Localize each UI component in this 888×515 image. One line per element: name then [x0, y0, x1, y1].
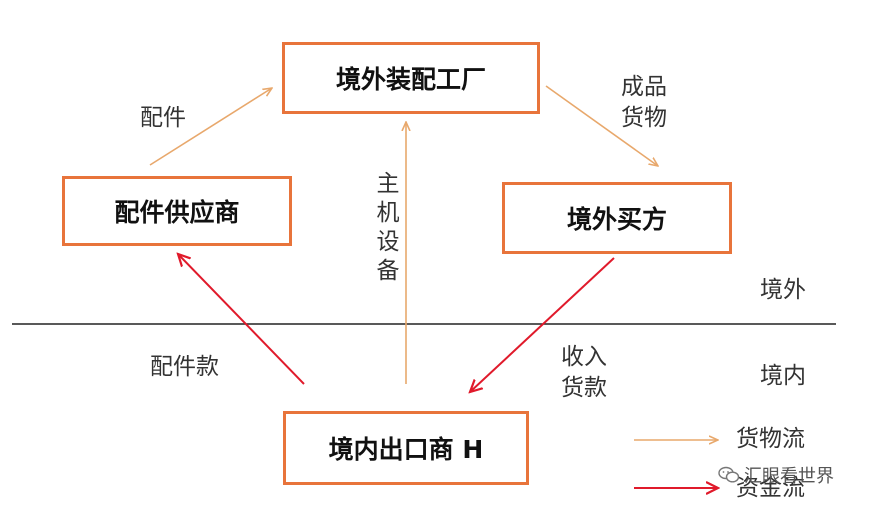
- arrow-parts: [149, 88, 272, 166]
- label-main-equipment: 主机设备: [376, 171, 400, 284]
- node-overseas-buyer: 境外买方: [502, 182, 732, 254]
- watermark: 汇眼看世界: [718, 462, 834, 488]
- watermark-text: 汇眼看世界: [744, 466, 834, 487]
- label-parts-payment: 配件款: [150, 354, 219, 380]
- arrow-parts-payment: [178, 254, 305, 385]
- node-domestic-exporter: 境内出口商 H: [283, 411, 529, 485]
- label-payment-received: 收入货款: [561, 344, 607, 401]
- arrow-payment-received: [470, 257, 615, 392]
- legend-money-flow: 资金流: [736, 475, 805, 501]
- label-parts: 配件: [140, 105, 186, 131]
- label-finished-goods: 成品货物: [621, 74, 667, 131]
- arrow-finished-goods: [545, 85, 658, 166]
- node-parts-supplier: 配件供应商: [62, 176, 292, 246]
- region-domestic: 境内: [760, 363, 806, 389]
- legend-goods-flow: 货物流: [736, 426, 805, 452]
- wechat-icon: [718, 466, 740, 483]
- node-assembly-factory: 境外装配工厂: [282, 42, 540, 114]
- region-overseas: 境外: [760, 277, 806, 303]
